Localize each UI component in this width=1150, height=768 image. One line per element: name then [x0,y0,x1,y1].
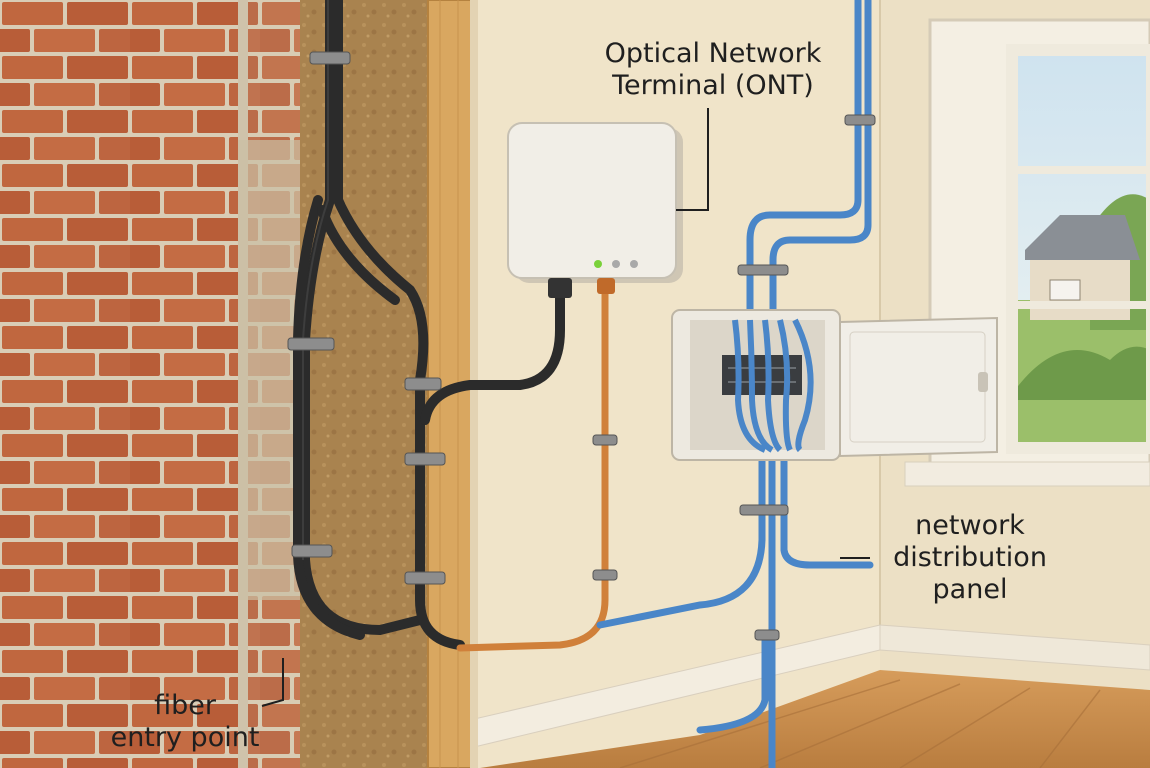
brick-wall [0,0,238,768]
fiber-entry-label: fiber entry point [80,690,290,754]
window [904,18,1150,487]
ont-link-led [630,260,638,268]
panel-label-line1: network [915,510,1025,541]
fiber-cable-bundle [293,0,565,650]
panel-label-line2: distribution [893,542,1047,573]
ont-label: Optical Network Terminal (ONT) [548,38,878,102]
ont-label-line2: Terminal (ONT) [612,70,814,101]
ont-status-led [612,260,620,268]
panel-door [839,316,998,458]
fiber-label-line1: fiber [154,690,216,721]
fiber-label-line2: entry point [110,722,260,753]
ont-power-led [594,260,602,268]
house-in-window [1025,215,1140,320]
leader-lines [261,108,870,707]
distribution-panel [671,309,998,461]
panel-label: network distribution panel [855,510,1085,606]
orange-cable [456,286,609,652]
panel-label-line3: panel [932,574,1008,605]
ont-device [507,122,683,298]
wooden-floor [480,670,1150,768]
cable-clips [287,51,876,641]
ont-label-line1: Optical Network [604,38,822,69]
